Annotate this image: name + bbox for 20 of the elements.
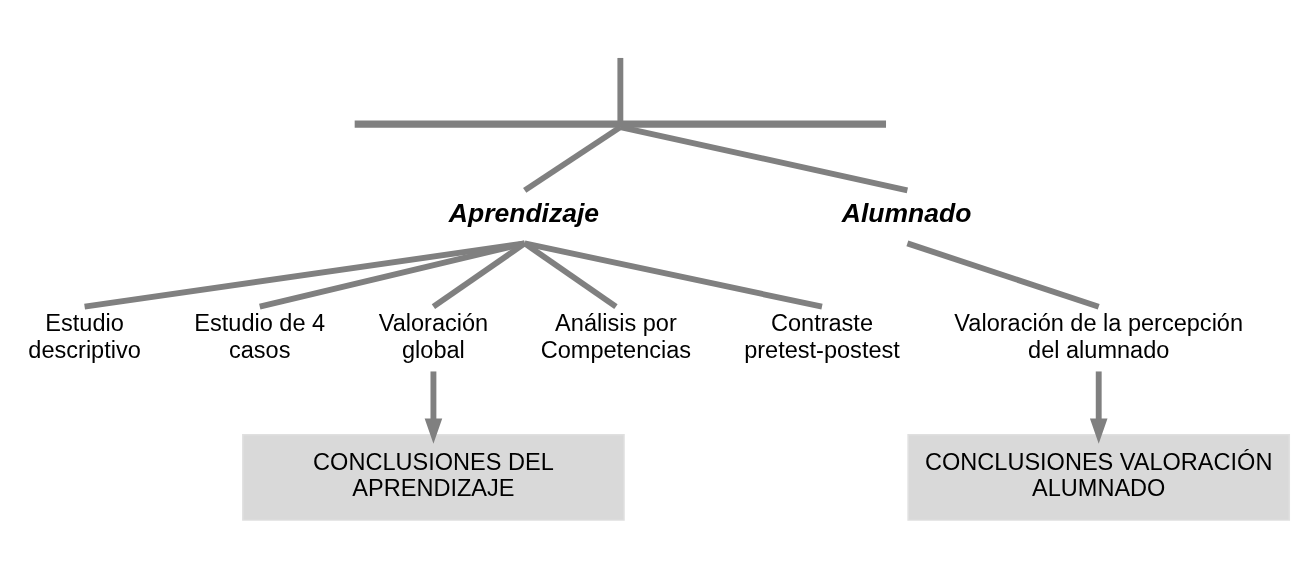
connector <box>617 57 624 122</box>
connector <box>84 240 526 310</box>
node-text: Alumnado <box>841 197 972 228</box>
node-text: Estudio descriptivo <box>28 310 141 363</box>
node-bar <box>354 120 887 128</box>
node-text: Valoración global <box>378 310 489 363</box>
node-text: Valoración de la percepción del alumnado <box>954 310 1244 363</box>
connector <box>619 124 908 194</box>
arrow <box>424 371 443 444</box>
node-text: Aprendizaje <box>448 197 600 228</box>
connector <box>259 240 526 310</box>
node-text: Estudio de 4 casos <box>194 310 326 363</box>
node-box: CONCLUSIONES VALORACIÓN ALUMNADO <box>907 434 1291 521</box>
connector <box>524 240 823 310</box>
node-text: Análisis por Competencias <box>540 310 692 363</box>
connector <box>906 240 1100 310</box>
node-box: CONCLUSIONES DEL APRENDIZAJE <box>242 434 625 521</box>
connector <box>523 124 622 193</box>
node-text: Contraste pretest-postest <box>744 310 900 363</box>
arrow <box>1089 371 1108 444</box>
